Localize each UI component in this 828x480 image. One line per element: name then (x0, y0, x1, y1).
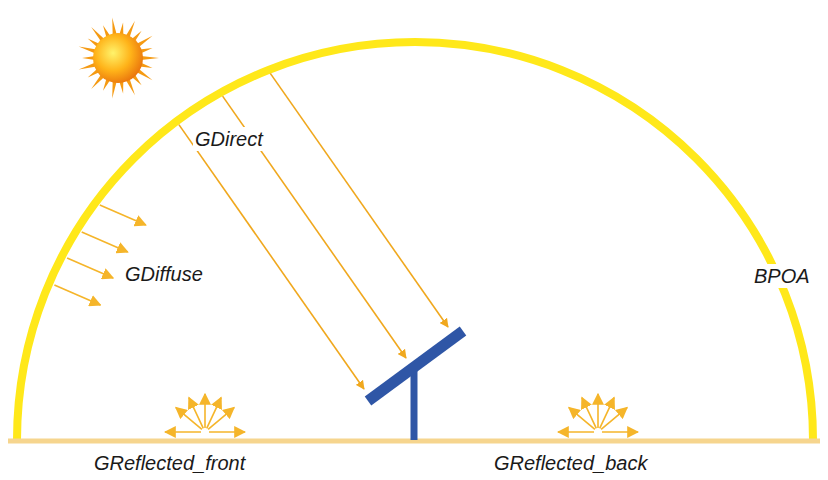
sun-ray (141, 56, 159, 60)
reflected-arrow (558, 431, 594, 433)
sun-ray (112, 80, 117, 98)
reflected-front-label: GReflected_front (92, 451, 247, 475)
direct-ray (270, 73, 448, 327)
reflected-arrows (165, 394, 638, 432)
reflected-back-label: GReflected_back (492, 451, 649, 475)
reflected-arrow (600, 398, 614, 429)
sun-ray (112, 17, 117, 35)
reflected-arrow (176, 408, 202, 430)
direct-label: GDirect (193, 127, 265, 151)
reflected-arrow (602, 431, 638, 433)
reflected-arrow (165, 431, 201, 433)
reflected-arrow (597, 394, 599, 428)
pv-panel (368, 331, 463, 401)
diffuse-label: GDiffuse (123, 262, 205, 286)
sun-disc (93, 33, 143, 83)
diffuse-arrows (54, 205, 145, 305)
diffuse-arrow (67, 258, 113, 278)
sky-dome (17, 42, 813, 440)
reflected-arrow (209, 431, 245, 433)
diffuse-arrow (100, 205, 146, 225)
sun-symbol (79, 17, 159, 98)
diffuse-arrow (82, 232, 128, 252)
direct-ray (179, 125, 364, 389)
diffuse-arrow (54, 285, 100, 305)
reflected-arrow (569, 408, 595, 430)
reflected-arrow (207, 398, 221, 429)
bpoa-label: BPOA (752, 264, 812, 288)
reflected-arrow (204, 394, 206, 428)
direct-rays (179, 73, 448, 389)
